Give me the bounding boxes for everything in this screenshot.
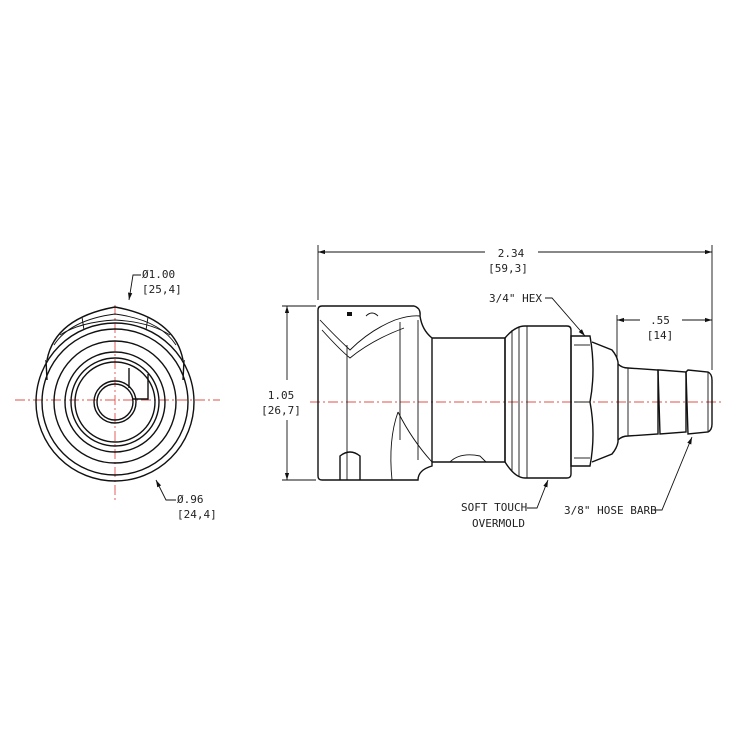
barb-ridge-1: [617, 363, 659, 441]
latch-contour: [319, 315, 421, 351]
height-label: 1.05: [268, 389, 295, 402]
outer-dia-leader: [128, 274, 141, 301]
neck: [432, 337, 506, 463]
overall-length-label: 2.34: [498, 247, 525, 260]
hose-barb-callout: 3/8" HOSE BARB: [564, 504, 657, 517]
inner-dia-mm-label: [24,4]: [177, 508, 217, 521]
overmold-callout-line2: OVERMOLD: [472, 517, 525, 530]
lug-inner-edge: [59, 319, 171, 336]
latch-slot: [339, 451, 361, 480]
valve-hub-inner: [96, 383, 134, 421]
inner-dia-label: Ø.96: [177, 493, 204, 506]
barb-length-label: .55: [650, 314, 670, 327]
lug-edge: [81, 316, 85, 331]
top-lug: [46, 306, 184, 361]
ring: [70, 357, 160, 447]
height-mm-label: [26,7]: [261, 404, 301, 417]
valve-rib: [128, 368, 149, 400]
soft-touch-overmold: [504, 325, 572, 479]
side-view: 2.34 [59,3] 1.05 [26,7] .55 [14] 3/4" HE…: [261, 245, 722, 530]
release-ramp: [390, 411, 433, 481]
ring: [41, 328, 189, 476]
barb-ridge-3: [685, 369, 713, 435]
marking: [347, 312, 352, 316]
barb-length-mm-label: [14]: [647, 329, 674, 342]
hex-nut: [570, 335, 594, 467]
overmold-callout: SOFT TOUCH: [461, 501, 527, 514]
ring: [74, 361, 156, 443]
inner-dia-leader: [155, 479, 176, 501]
overall-length-mm-label: [59,3]: [488, 262, 528, 275]
neck-marking: [449, 454, 487, 463]
ring: [53, 340, 177, 464]
lug-edge: [145, 316, 149, 331]
valve-hub: [93, 380, 137, 424]
hex-callout: 3/4" HEX: [489, 292, 542, 305]
overmold-leader: [527, 479, 549, 509]
hex-leader: [545, 297, 586, 337]
outer-dia-label: Ø1.00: [142, 268, 175, 281]
outer-ring: [35, 322, 195, 482]
taper: [591, 341, 619, 463]
end-view: Ø1.00 [25,4] Ø.96 [24,4]: [15, 268, 220, 521]
marking: [365, 312, 379, 317]
hose-barb-leader: [655, 436, 693, 511]
latch-contour-inner: [321, 327, 405, 359]
barb-ridge-2: [657, 369, 687, 435]
ring: [64, 351, 166, 453]
outer-dia-mm-label: [25,4]: [142, 283, 182, 296]
coupling-body: [317, 305, 433, 481]
